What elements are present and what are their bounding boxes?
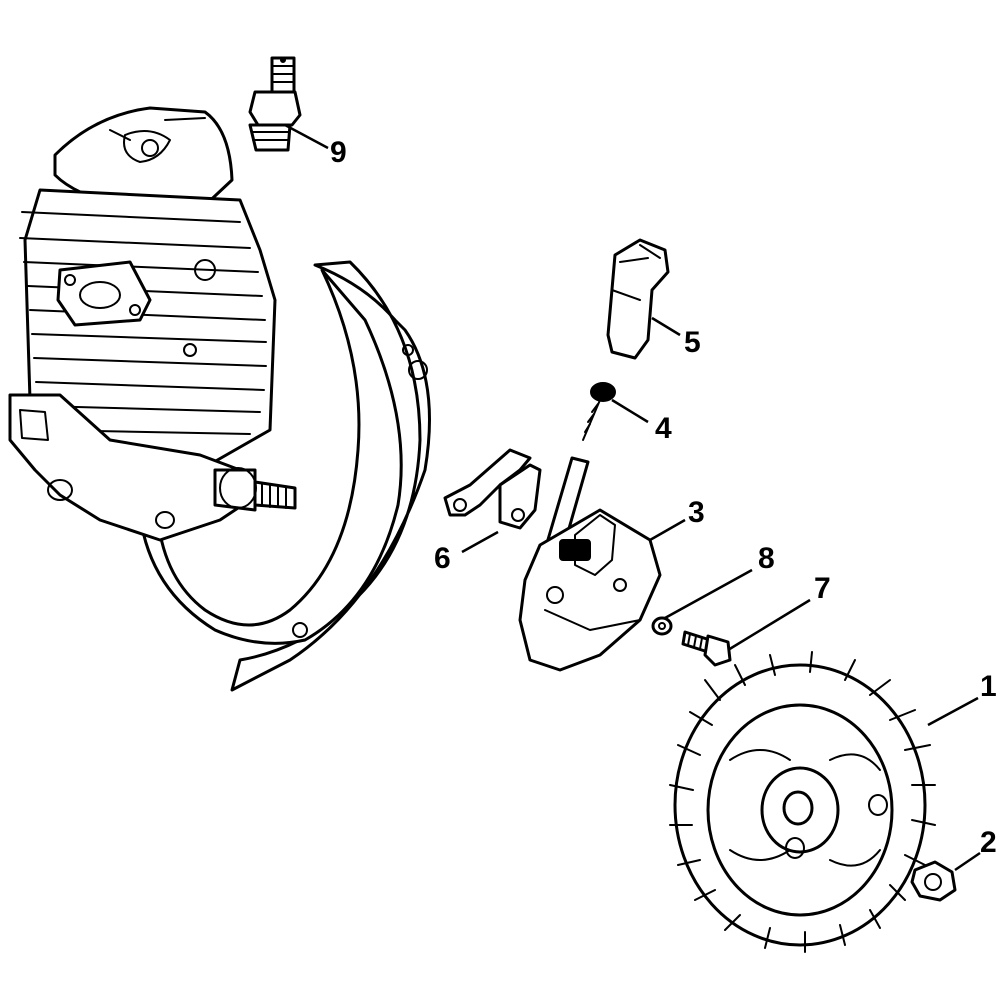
callout-3: 3: [688, 496, 705, 529]
leader-9: [284, 123, 329, 150]
leader-3: [649, 518, 686, 542]
callout-4: 4: [655, 412, 672, 445]
leader-4: [611, 398, 649, 424]
nut: [910, 860, 957, 902]
callout-8: 8: [758, 542, 775, 575]
callout-labels: 9 5 4 3 6 8 7 1 2: [330, 136, 997, 859]
screw: [681, 630, 732, 667]
spring: [582, 382, 616, 441]
callout-1: 1: [980, 670, 997, 703]
leader-5: [651, 316, 681, 337]
leader-lines: [284, 123, 981, 872]
callout-2: 2: [980, 826, 997, 859]
engine-cylinder-assembly: [8, 106, 431, 692]
spark-plug: [248, 56, 302, 152]
callout-9: 9: [330, 136, 347, 169]
flywheel: [669, 651, 936, 953]
callout-5: 5: [684, 326, 701, 359]
leader-6: [461, 530, 499, 554]
leader-1: [927, 696, 979, 727]
short-circuit-wire: [443, 448, 542, 530]
callout-6: 6: [434, 542, 451, 575]
leader-2: [954, 851, 981, 872]
leader-8: [664, 568, 753, 620]
spark-plug-boot: [606, 238, 670, 360]
callout-7: 7: [814, 572, 831, 605]
ignition-module: [518, 456, 662, 672]
washer: [651, 616, 673, 636]
leader-7: [727, 598, 811, 652]
